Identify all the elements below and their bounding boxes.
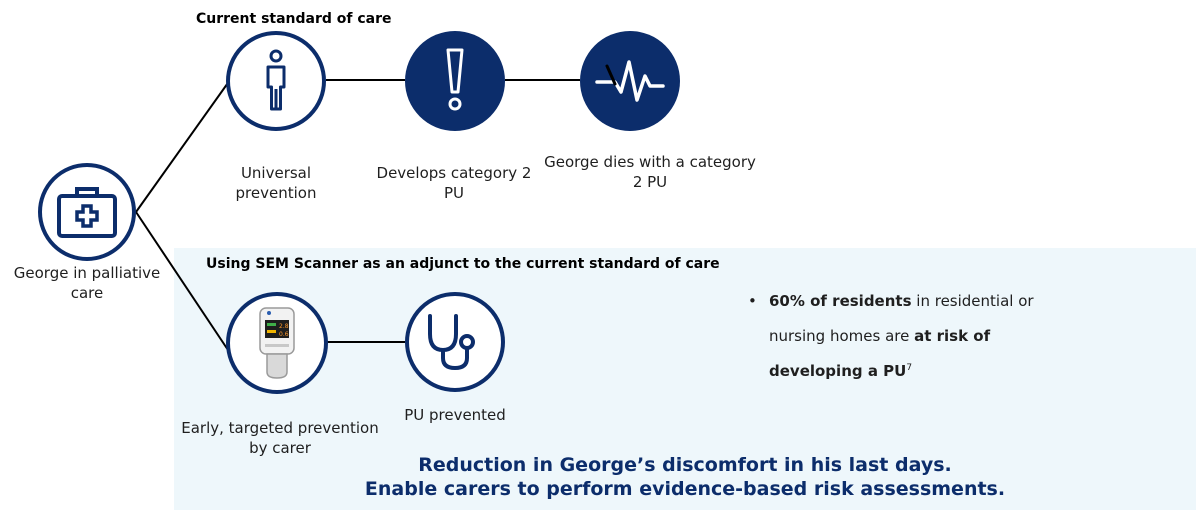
early-prevention-node: 2.8 0.6 xyxy=(226,292,328,394)
sem-pathway-panel xyxy=(174,248,1196,510)
bullet-text: 60% of residents in residential or nursi… xyxy=(769,284,1078,389)
exclamation-icon xyxy=(446,48,464,111)
early-prevention-label: Early, targeted prevention by carer xyxy=(181,419,379,457)
start-label: George in palliative care xyxy=(13,264,161,302)
bullet-bold-2: at risk of developing a PU xyxy=(769,327,991,380)
conclusion-line-2: Enable carers to perform evidence-based … xyxy=(364,478,1006,500)
person-icon xyxy=(266,49,286,111)
medical-kit-icon xyxy=(57,187,117,238)
universal-prevention-label: Universal prevention xyxy=(235,164,317,202)
pu-prevented-label: PU prevented xyxy=(404,406,506,424)
conclusion: Reduction in George’s discomfort in his … xyxy=(174,453,1196,501)
risk-statistic-bullet: • 60% of residents in residential or nur… xyxy=(748,284,1078,389)
device-reading-1: 2.8 xyxy=(279,323,289,330)
current-pathway-heading: Current standard of care xyxy=(196,11,392,27)
develops-pu-node xyxy=(405,31,505,131)
bullet-reference: 7 xyxy=(906,363,913,373)
dies-with-pu-label: George dies with a category 2 PU xyxy=(544,153,756,191)
start-node xyxy=(38,163,136,261)
dies-with-pu-node xyxy=(580,31,680,131)
bullet-bold-1: 60% of residents xyxy=(769,292,912,310)
heartbeat-icon xyxy=(595,60,665,102)
universal-prevention-node xyxy=(226,31,326,131)
sem-scanner-device-icon: 2.8 0.6 xyxy=(259,307,295,379)
bullet-text-1: in residential or nursing homes are xyxy=(769,292,1034,345)
pu-prevented-node xyxy=(405,292,505,392)
bullet-marker: • xyxy=(748,292,757,310)
stethoscope-icon xyxy=(428,314,475,371)
conclusion-line-1: Reduction in George’s discomfort in his … xyxy=(418,454,952,476)
sem-pathway-heading: Using SEM Scanner as an adjunct to the c… xyxy=(206,256,720,272)
device-reading-2: 0.6 xyxy=(279,331,289,338)
develops-pu-label: Develops category 2 PU xyxy=(376,164,532,202)
